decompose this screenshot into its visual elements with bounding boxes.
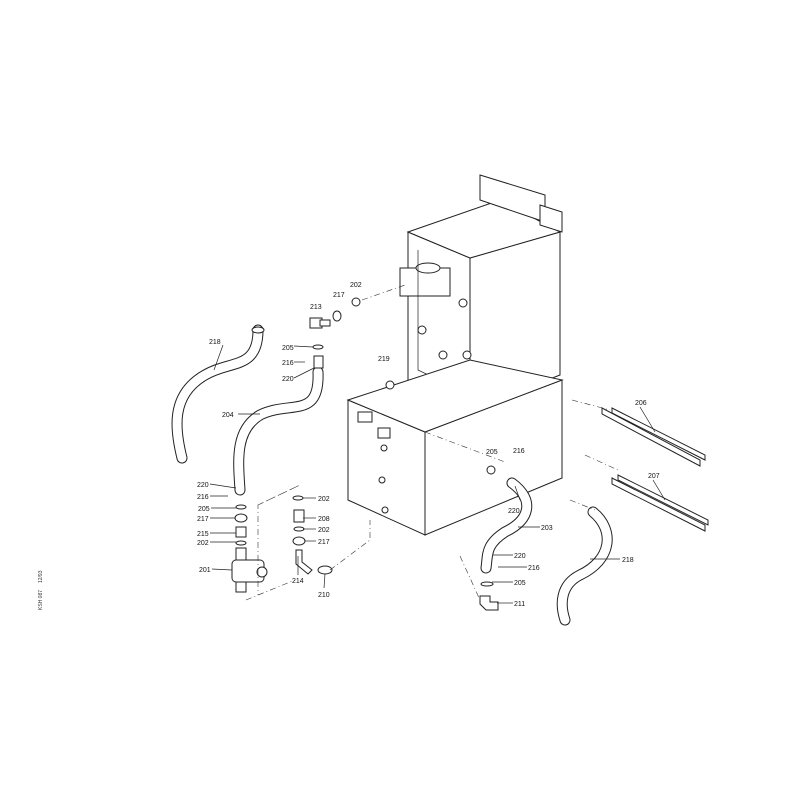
label-214: 214	[292, 578, 304, 585]
label-220: 220	[197, 482, 209, 489]
drawing-reference: KSH 087 12/93	[38, 571, 44, 610]
label-211: 211	[514, 601, 525, 608]
label-204: 204	[222, 412, 234, 419]
label-205: 205	[486, 449, 498, 456]
label-220: 220	[514, 553, 526, 560]
pump-201	[231, 547, 268, 593]
part-labels: 202 217 213 205 216 220 218 204 219 206 …	[197, 282, 660, 608]
label-201: 201	[199, 567, 211, 574]
label-218: 218	[209, 339, 221, 346]
hose-203	[480, 477, 533, 574]
label-220: 220	[508, 508, 520, 515]
leader-lines	[209, 344, 666, 604]
label-218: 218	[622, 557, 634, 564]
assembly-lines	[245, 284, 619, 601]
label-216: 216	[513, 448, 525, 455]
boiler-lower-cabinet	[346, 359, 564, 536]
boiler-upper-cabinet	[399, 174, 563, 411]
label-208: 208	[318, 516, 330, 523]
hose-218-right	[556, 506, 613, 626]
fittings	[234, 297, 499, 611]
label-202: 202	[350, 282, 362, 289]
label-216: 216	[197, 494, 209, 501]
label-215: 215	[197, 531, 209, 538]
label-220: 220	[282, 376, 294, 383]
label-210: 210	[318, 592, 330, 599]
mounting-rail-207	[611, 474, 709, 532]
drawing-date: 12/93	[38, 570, 44, 584]
label-205: 205	[514, 580, 526, 587]
label-217: 217	[318, 539, 330, 546]
label-205: 205	[198, 506, 210, 513]
label-217: 217	[197, 516, 209, 523]
label-207: 207	[648, 473, 660, 480]
label-202: 202	[318, 527, 330, 534]
mounting-rail-206	[601, 407, 706, 467]
drawing-code: KSH 087	[38, 589, 44, 610]
label-206: 206	[635, 400, 647, 407]
label-205: 205	[282, 345, 294, 352]
label-202: 202	[197, 540, 209, 547]
label-219: 219	[378, 356, 390, 363]
hose-204	[233, 366, 324, 496]
label-213: 213	[310, 304, 322, 311]
label-203: 203	[541, 525, 553, 532]
hose-218-left	[171, 324, 265, 464]
label-217: 217	[333, 292, 345, 299]
label-202: 202	[318, 496, 330, 503]
label-216: 216	[528, 565, 540, 572]
label-216: 216	[282, 360, 294, 367]
